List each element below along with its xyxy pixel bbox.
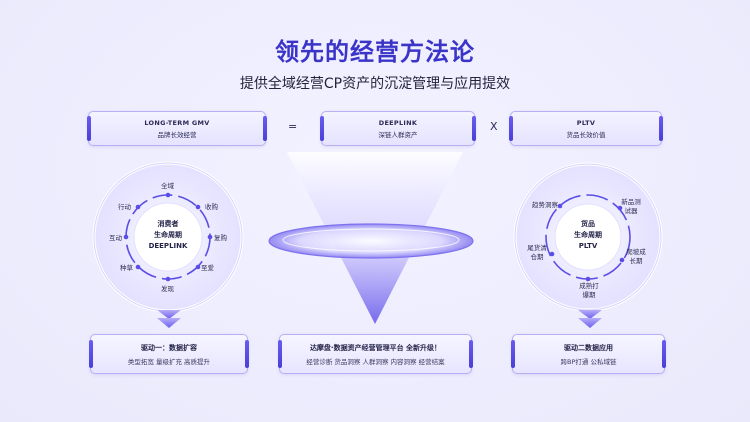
left-center-line: 消费者	[157, 220, 179, 228]
left-label-faxian: 发现	[161, 285, 174, 293]
left-label-shougou: 收购	[205, 203, 218, 211]
formula-box-en: DEEPLINK	[378, 118, 418, 127]
left-center-line: 生命周期	[154, 231, 182, 239]
driver-title: 达摩盘·数据资产经营管理平台 全新升级！	[309, 343, 442, 352]
right-center-line: 生命周期	[574, 231, 602, 239]
driver-box-data-application: 驱动二数据应用 跨BP打通 公私域链	[511, 334, 666, 374]
equals-operator: =	[288, 120, 298, 133]
left-cycle-inner	[133, 202, 203, 272]
left-label-hudong: 互动	[109, 234, 122, 242]
driver-box-platform: 达摩盘·数据资产经营管理平台 全新升级！ 经营诊断 货品洞察 人群洞察 内容洞察…	[278, 334, 473, 374]
right-label-trend: 趋势洞察	[532, 201, 558, 209]
formula-box-long-term-gmv: LONG-TERM GMV 品牌长效经营	[87, 111, 267, 146]
left-cycle-center: 消费者 生命周期 DEEPLINK	[138, 219, 198, 252]
formula-box-cn: 品牌长效经营	[157, 130, 197, 139]
formula-box-pltv: PLTV 货品长效价值	[509, 111, 663, 146]
right-cycle-inner	[554, 203, 622, 271]
right-label-mature: 成熟打爆期	[579, 282, 599, 299]
left-label-zhiai: 至爱	[201, 264, 214, 272]
right-label-clearance: 尾货清仓期	[527, 244, 547, 261]
right-center-line: 货品	[581, 220, 595, 228]
driver-subtitle: 经营诊断 货品洞察 人群洞察 内容洞察 经营结案	[306, 357, 445, 366]
right-center-line: PLTV	[578, 242, 598, 250]
driver-box-data-expansion: 驱动一：数据扩容 类型拓宽 量级扩充 高质提升	[89, 334, 249, 374]
left-label-quanyu: 全域	[161, 182, 174, 190]
left-label-zhongcao: 种草	[120, 264, 133, 272]
right-chevron-icon	[578, 310, 602, 328]
right-cycle-center: 货品 生命周期 PLTV	[558, 219, 618, 252]
driver-title: 驱动一：数据扩容	[141, 343, 197, 352]
multiply-operator: X	[490, 120, 498, 133]
formula-box-cn: 深链人群资产	[378, 130, 418, 139]
formula-box-cn: 货品长效价值	[566, 130, 606, 139]
page-subtitle: 提供全域经营CP资产的沉淀管理与应用提效	[239, 76, 511, 92]
driver-subtitle: 类型拓宽 量级扩充 高质提升	[127, 357, 211, 366]
formula-box-deeplink: DEEPLINK 深链人群资产	[320, 111, 476, 146]
driver-title: 驱动二数据应用	[564, 343, 613, 352]
formula-box-en: LONG-TERM GMV	[144, 118, 210, 127]
left-label-fugou: 复购	[214, 234, 227, 242]
driver-subtitle: 跨BP打通 公私域链	[560, 357, 617, 366]
left-label-xingdong: 行动	[118, 203, 131, 211]
left-chevron-icon	[157, 310, 181, 328]
funnel-disc	[268, 223, 474, 259]
formula-box-en: PLTV	[576, 118, 596, 127]
right-label-growth: 爬坡成长期	[626, 248, 646, 265]
page-title: 领先的经营方法论	[275, 38, 475, 66]
left-center-line: DEEPLINK	[148, 242, 188, 250]
right-label-new-product: 新品测试器	[621, 198, 641, 215]
